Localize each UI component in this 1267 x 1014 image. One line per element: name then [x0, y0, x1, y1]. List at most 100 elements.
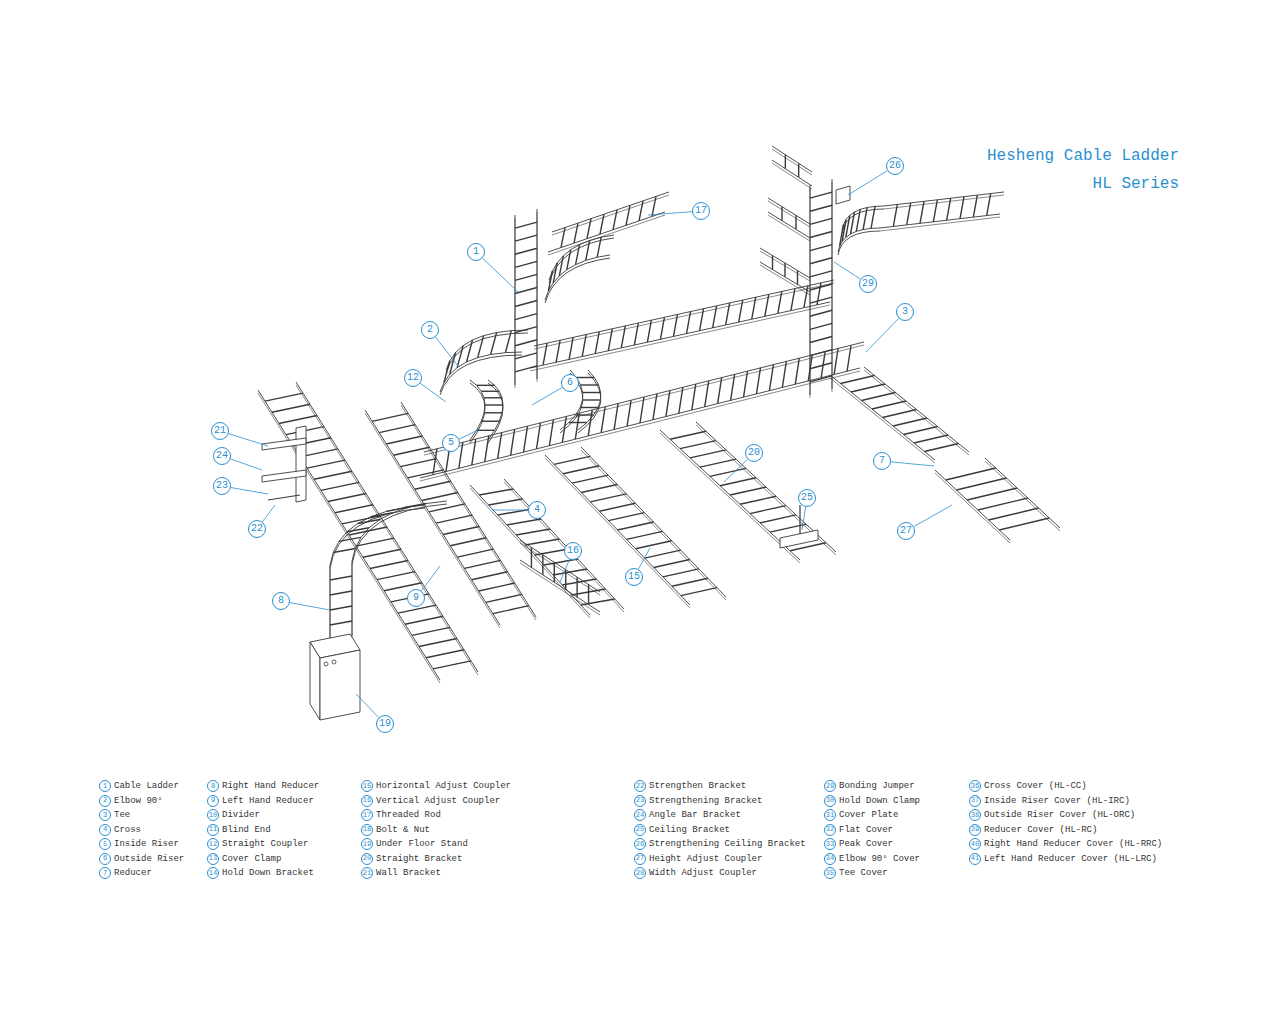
ladder-rung	[933, 200, 937, 222]
part-number-circle: 27	[634, 853, 646, 865]
ladder-rung	[515, 235, 537, 241]
callout-circle: 29	[859, 275, 877, 293]
elbow-rail	[545, 255, 610, 300]
subtitle: HL Series	[1093, 175, 1179, 193]
callout-circle: 19	[376, 715, 394, 733]
ladder-rail	[660, 433, 800, 563]
part-number: 36	[971, 783, 979, 790]
leader-line	[229, 434, 268, 446]
ladder-rung	[618, 522, 654, 530]
leader-line	[848, 171, 887, 195]
ladder-rung	[893, 418, 927, 426]
elbow-rung	[484, 412, 502, 413]
ladder-rung	[488, 499, 522, 505]
leader-line	[724, 459, 748, 482]
part-number: 29	[826, 783, 834, 790]
part-number: 33	[826, 841, 834, 848]
ladder-rung	[810, 218, 832, 224]
leader-line	[560, 559, 570, 582]
callout-number: 3	[902, 307, 908, 317]
part-number-circle: 30	[824, 795, 836, 807]
ladder-rung	[756, 368, 760, 394]
ladder-rung	[999, 518, 1049, 530]
ladder-rung	[750, 506, 786, 514]
ladder-rail	[696, 425, 836, 555]
part-number: 40	[971, 841, 979, 848]
callout-circle: 24	[213, 447, 231, 465]
ladder-rail	[534, 280, 834, 346]
ladder-rung	[956, 478, 1006, 490]
callout-number: 21	[214, 426, 226, 436]
ladder-rung	[626, 205, 630, 225]
ladder-rung	[810, 310, 832, 316]
ladder-rung	[265, 393, 303, 401]
elbow-rail	[560, 370, 583, 430]
ladder-rung	[588, 585, 589, 605]
ladder-rung	[653, 394, 657, 420]
callout-circle: 21	[211, 422, 229, 440]
ladder-rung	[433, 661, 471, 669]
bonding-jumper	[836, 186, 850, 204]
elbow-rail	[545, 258, 610, 303]
ladder-rung	[516, 529, 550, 535]
elbow-rung	[491, 333, 497, 355]
ladder-rung	[342, 516, 380, 524]
ladder-rung	[778, 291, 782, 313]
part-name: Right Hand Reducer	[222, 780, 319, 792]
ladder-rung	[572, 475, 608, 483]
elbow-rung	[339, 537, 361, 541]
ladder-rung	[797, 271, 798, 285]
elbow-rail	[578, 373, 601, 433]
callout-circle: 1	[467, 243, 485, 261]
ladder-rail	[760, 251, 810, 281]
ladder-rung	[663, 569, 699, 577]
part-number: 13	[209, 855, 217, 862]
part-name: Outside Riser Cover (HL-ORC)	[984, 809, 1135, 821]
callout-circle: 12	[404, 369, 422, 387]
part-number-circle: 35	[824, 867, 836, 879]
ladder-rung	[515, 274, 537, 280]
part-name: Elbow 90°	[114, 795, 163, 807]
part-number-circle: 21	[361, 867, 373, 879]
part-name: Strengthening Ceiling Bracket	[649, 838, 806, 850]
ladder-rung	[810, 376, 832, 382]
ladder-rail	[548, 212, 665, 252]
part-number: 32	[826, 826, 834, 833]
ladder-rail	[537, 212, 538, 382]
ladder-rung	[426, 650, 464, 658]
part-name: Width Adjust Coupler	[649, 867, 757, 879]
ladder-rail	[880, 214, 1000, 228]
ladder-rung	[627, 400, 631, 426]
ladder-rung	[330, 621, 352, 625]
elbow-rung	[580, 407, 598, 408]
part-number: 27	[636, 855, 644, 862]
angle-bar	[268, 495, 300, 500]
elbow-rung	[358, 520, 380, 524]
part-name: Angle Bar Bracket	[649, 809, 741, 821]
part-name: Left Hand Reducer Cover (HL-LRC)	[984, 853, 1157, 865]
ladder-rung	[515, 248, 537, 254]
part-number: 9	[211, 797, 215, 804]
ladder-rung	[673, 314, 677, 336]
ladder-rung	[847, 345, 851, 371]
ladder-rung	[639, 201, 643, 221]
stand-box-side	[310, 642, 320, 720]
ladder-rung	[810, 297, 832, 303]
part-number-circle: 15	[361, 780, 373, 792]
ladder-rail	[772, 146, 812, 172]
elbow-rung	[481, 421, 499, 422]
part-number: 37	[971, 797, 979, 804]
ladder-rung	[621, 326, 625, 348]
elbow-rung	[583, 392, 601, 393]
ladder-rung	[412, 627, 450, 635]
elbow-rung	[586, 240, 590, 260]
ladder-rung	[515, 222, 537, 228]
ladder-rail	[530, 302, 830, 368]
part-number: 41	[971, 855, 979, 862]
elbow-rung	[477, 430, 495, 431]
part-number: 5	[103, 841, 107, 848]
elbow-rail	[352, 501, 447, 561]
ladder-rung	[595, 332, 599, 354]
ladder-rail	[810, 188, 811, 398]
ladder-rung	[700, 459, 736, 467]
